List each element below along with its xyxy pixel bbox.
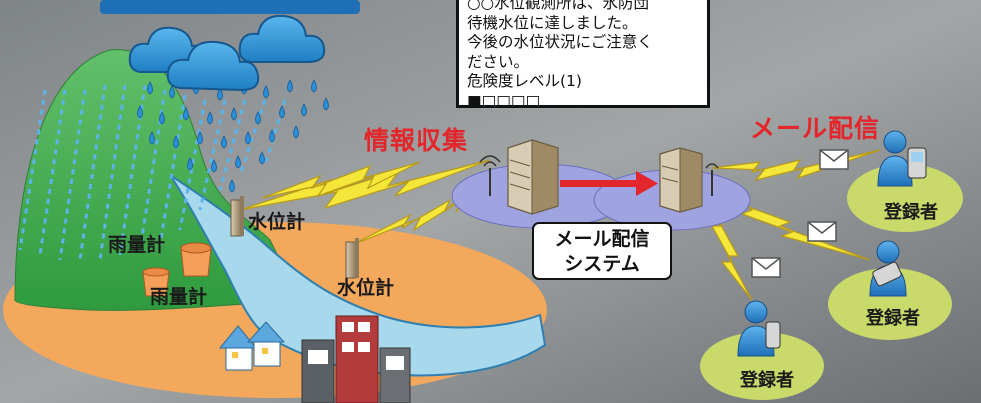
registrant-person-icon bbox=[737, 300, 781, 357]
collection-server-icon bbox=[479, 139, 559, 215]
registrant-person-icon bbox=[869, 240, 907, 297]
mobile-phone-icon bbox=[872, 261, 902, 287]
bolt-top-left bbox=[261, 161, 421, 199]
water-gauge-label-2: 水位計 bbox=[337, 277, 395, 299]
user-area-3 bbox=[700, 332, 824, 400]
system-label-line2: システム bbox=[564, 253, 640, 275]
houses-icon bbox=[218, 321, 286, 371]
alert-line: ださい。 bbox=[467, 52, 530, 71]
registrant-label-1: 登録者 bbox=[884, 202, 938, 223]
rain-gauge-icon bbox=[142, 267, 170, 297]
bolt-to-user-1 bbox=[711, 149, 881, 182]
mail-system-box: メール配信 システム bbox=[532, 222, 672, 280]
alert-line: 危険度レベル(1) bbox=[467, 72, 582, 90]
info-collection-label: 情報収集 bbox=[364, 126, 469, 155]
registrant-label-3: 登録者 bbox=[740, 370, 794, 391]
mail-envelopes bbox=[751, 149, 849, 278]
rain-gauge-icon bbox=[180, 242, 212, 277]
alert-message: ○○水位観測所は、氷防団 待機水位に達しました。 今後の水位状況にご注意く ださ… bbox=[467, 0, 707, 111]
alert-line: 待機水位に達しました。 bbox=[467, 13, 638, 32]
rain-drops bbox=[137, 79, 329, 193]
buildings-icon bbox=[301, 315, 411, 403]
system-label-line1: メール配信 bbox=[554, 228, 650, 250]
rain-clouds bbox=[128, 14, 326, 92]
user-area-2 bbox=[828, 268, 952, 340]
user-area-1 bbox=[847, 164, 963, 232]
envelope-icon bbox=[751, 257, 781, 278]
registrant-person-icon bbox=[877, 130, 927, 187]
danger-level-indicator: ■□□□□ bbox=[467, 91, 541, 110]
bolt-gauge2-to-server bbox=[351, 167, 493, 246]
envelope-icon bbox=[819, 149, 849, 170]
rain-gauge-label-2: 雨量計 bbox=[150, 286, 208, 308]
mail-delivery-label: メール配信 bbox=[750, 114, 881, 143]
envelope-icon bbox=[807, 221, 837, 242]
alert-line: 今後の水位状況にご注意く bbox=[467, 33, 653, 51]
water-gauge-label-1: 水位計 bbox=[248, 211, 306, 233]
title-bar-fragment bbox=[100, 0, 360, 14]
rain-gauge-label-1: 雨量計 bbox=[108, 234, 166, 256]
registrant-label-2: 登録者 bbox=[866, 308, 920, 329]
water-gauge-icon bbox=[345, 238, 359, 279]
mail-server-icon bbox=[659, 147, 719, 213]
alert-line: ○○水位観測所は、氷防団 bbox=[467, 0, 650, 12]
mobile-phone-icon bbox=[765, 321, 781, 349]
transfer-arrow bbox=[560, 171, 658, 196]
phone-alert-screen: ○○水位観測所は、氷防団 待機水位に達しました。 今後の水位状況にご注意く ださ… bbox=[456, 0, 710, 111]
water-gauge-icon bbox=[230, 196, 244, 237]
